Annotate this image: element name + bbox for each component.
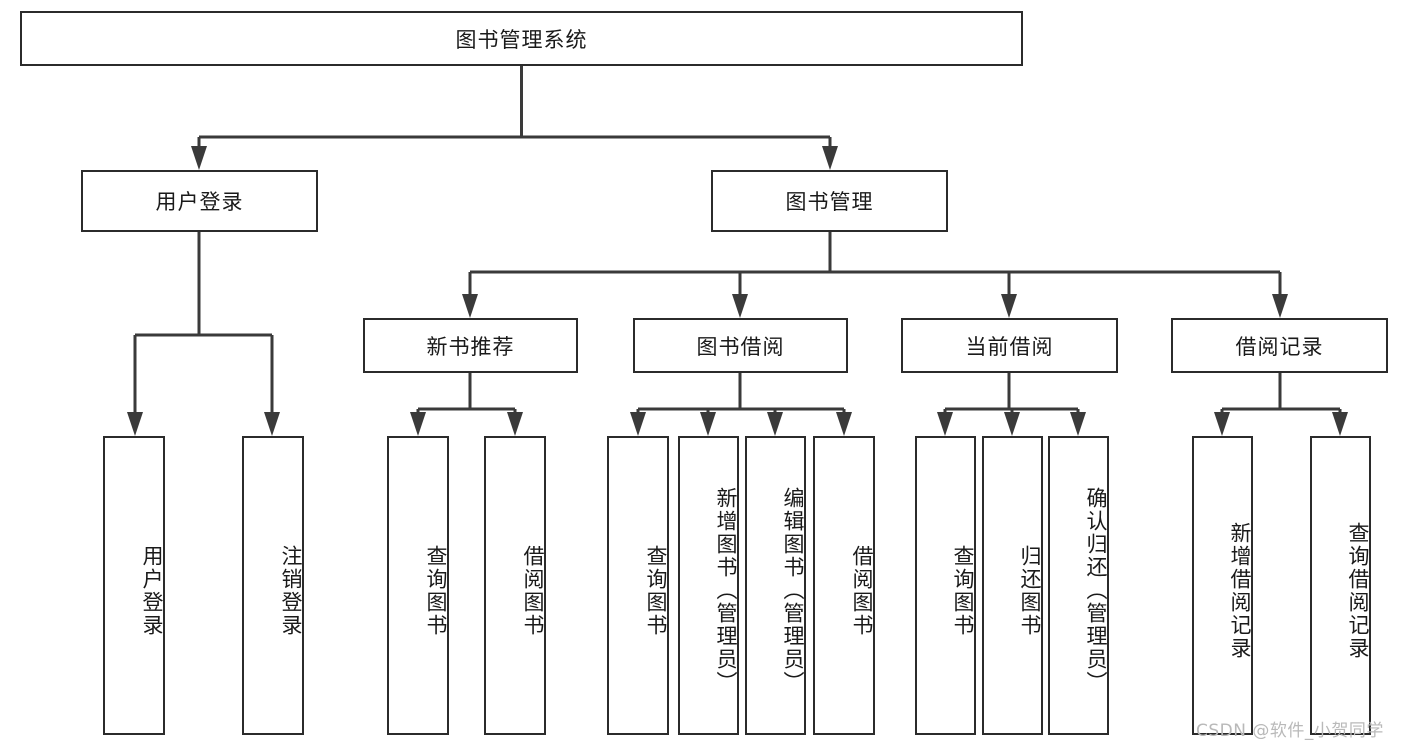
node-leaf-5-label: 新增图书（管理员）: [714, 487, 738, 694]
arrowhead-8: [410, 412, 426, 436]
node-leaf-11[interactable]: 新增借阅记录: [1192, 436, 1253, 735]
node-leaf-7-label: 借阅图书: [850, 544, 874, 637]
arrowhead-17: [1214, 412, 1230, 436]
node-root[interactable]: 图书管理系统: [20, 11, 1023, 66]
arrowhead-4: [462, 294, 478, 318]
node-leaf-3-label: 借阅图书: [521, 544, 545, 637]
node-level3-1[interactable]: 图书借阅: [633, 318, 848, 373]
arrowhead-0: [191, 146, 207, 170]
node-leaf-9-label: 归还图书: [1018, 544, 1042, 637]
node-leaf-10[interactable]: 确认归还（管理员）: [1048, 436, 1109, 735]
node-level3-2[interactable]: 当前借阅: [901, 318, 1118, 373]
node-leaf-6-label: 编辑图书（管理员）: [781, 487, 805, 694]
arrowhead-18: [1332, 412, 1348, 436]
node-leaf-4[interactable]: 查询图书: [607, 436, 669, 735]
node-level3-2-label: 当前借阅: [965, 334, 1054, 359]
node-leaf-2[interactable]: 查询图书: [387, 436, 449, 735]
node-leaf-8-label: 查询图书: [951, 544, 975, 637]
node-leaf-8[interactable]: 查询图书: [915, 436, 976, 735]
arrowhead-5: [732, 294, 748, 318]
node-leaf-0-label: 用户登录: [140, 544, 164, 637]
arrowhead-11: [700, 412, 716, 436]
node-level3-1-label: 图书借阅: [696, 334, 785, 359]
node-leaf-6[interactable]: 编辑图书（管理员）: [745, 436, 806, 735]
node-level2-1-label: 图书管理: [785, 190, 874, 214]
node-level3-3[interactable]: 借阅记录: [1171, 318, 1388, 373]
node-leaf-2-label: 查询图书: [424, 544, 448, 637]
node-leaf-10-label: 确认归还（管理员）: [1084, 487, 1108, 694]
arrowhead-15: [1004, 412, 1020, 436]
node-level2-0-label: 用户登录: [155, 190, 244, 214]
arrowhead-12: [767, 412, 783, 436]
arrowhead-13: [836, 412, 852, 436]
arrowhead-9: [507, 412, 523, 436]
arrowhead-6: [1001, 294, 1017, 318]
node-leaf-3[interactable]: 借阅图书: [484, 436, 546, 735]
watermark: CSDN @软件_小贺同学: [1196, 721, 1384, 741]
node-level3-3-label: 借阅记录: [1235, 334, 1324, 359]
node-leaf-12-label: 查询借阅记录: [1346, 521, 1370, 660]
arrowhead-1: [822, 146, 838, 170]
node-level3-0-label: 新书推荐: [426, 334, 515, 359]
arrowhead-10: [630, 412, 646, 436]
node-leaf-9[interactable]: 归还图书: [982, 436, 1043, 735]
node-root-label: 图书管理系统: [455, 27, 588, 52]
node-leaf-7[interactable]: 借阅图书: [813, 436, 875, 735]
node-level3-0[interactable]: 新书推荐: [363, 318, 578, 373]
arrowhead-16: [1070, 412, 1086, 436]
node-leaf-11-label: 新增借阅记录: [1228, 521, 1252, 660]
node-leaf-4-label: 查询图书: [644, 544, 668, 637]
arrowhead-2: [127, 412, 143, 436]
node-level2-0[interactable]: 用户登录: [81, 170, 318, 232]
arrowhead-3: [264, 412, 280, 436]
node-leaf-12[interactable]: 查询借阅记录: [1310, 436, 1371, 735]
arrowhead-7: [1272, 294, 1288, 318]
node-leaf-1[interactable]: 注销登录: [242, 436, 304, 735]
node-leaf-5[interactable]: 新增图书（管理员）: [678, 436, 739, 735]
node-leaf-1-label: 注销登录: [279, 544, 303, 637]
arrowhead-14: [937, 412, 953, 436]
node-leaf-0[interactable]: 用户登录: [103, 436, 165, 735]
node-level2-1[interactable]: 图书管理: [711, 170, 948, 232]
